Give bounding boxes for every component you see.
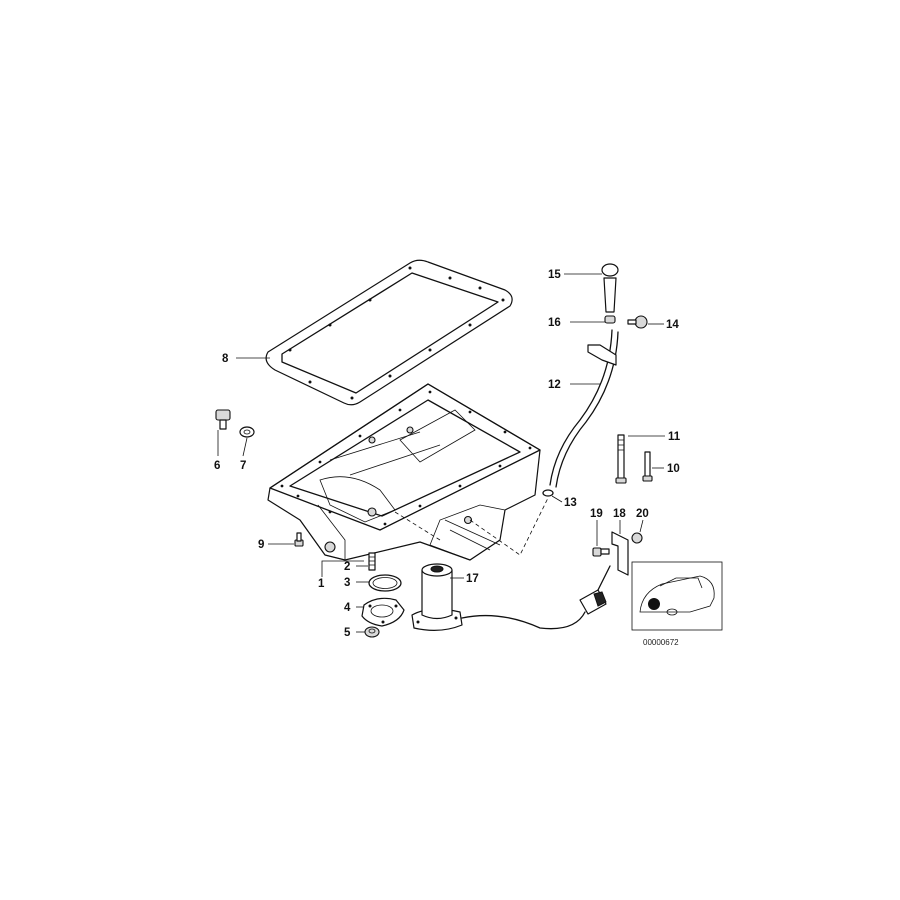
callout-6: 6 — [214, 460, 220, 472]
callout-12: 12 — [548, 379, 561, 391]
callout-17: 17 — [466, 573, 479, 585]
sensor-bracket[interactable] — [611, 531, 629, 576]
sensor-connector[interactable] — [579, 565, 611, 615]
car-location-icon — [631, 561, 723, 631]
callout-4: 4 — [344, 602, 351, 614]
cover-plate[interactable] — [361, 597, 405, 627]
callout-9: 9 — [258, 539, 264, 551]
callout-5: 5 — [344, 627, 351, 639]
callout-labels: 1 2 3 4 5 6 7 8 9 10 11 12 13 14 15 16 1… — [214, 269, 681, 639]
hex-bolt[interactable] — [627, 315, 648, 329]
callout-10: 10 — [667, 463, 680, 475]
callout-3: 3 — [344, 577, 350, 589]
callout-8: 8 — [222, 353, 229, 365]
callout-15: 15 — [548, 269, 561, 281]
assembly-line — [394, 511, 441, 541]
long-bolt[interactable] — [615, 434, 627, 484]
callout-20: 20 — [636, 508, 649, 520]
oil-pan-screw[interactable] — [294, 532, 304, 547]
callout-11: 11 — [668, 431, 681, 443]
callout-1: 1 — [318, 578, 325, 590]
oil-level-sensor[interactable] — [411, 563, 586, 631]
dipstick-guide-tube[interactable] — [549, 329, 619, 488]
dipstick-seal[interactable] — [604, 315, 616, 324]
drain-plug[interactable] — [215, 409, 231, 430]
callout-2: 2 — [344, 561, 350, 573]
stud-bolt[interactable] — [368, 552, 376, 571]
callout-19: 19 — [590, 508, 603, 520]
o-ring[interactable] — [368, 574, 402, 592]
oil-dipstick[interactable] — [601, 263, 619, 313]
bracket-nut[interactable] — [631, 532, 643, 544]
callout-7: 7 — [240, 460, 246, 472]
oil-pan-gasket[interactable] — [265, 259, 513, 406]
guide-tube-o-ring[interactable] — [542, 489, 554, 497]
callout-18: 18 — [613, 508, 626, 520]
callout-14: 14 — [666, 319, 679, 331]
bracket-screw[interactable] — [592, 547, 610, 557]
short-bolt[interactable] — [642, 451, 653, 482]
hex-nut[interactable] — [364, 626, 380, 638]
drain-plug-washer[interactable] — [239, 426, 255, 438]
reference-code: 00000672 — [643, 638, 679, 647]
callout-16: 16 — [548, 317, 561, 329]
callout-13: 13 — [564, 497, 577, 509]
leader-lines — [217, 273, 665, 633]
oil-pan[interactable] — [267, 383, 541, 561]
